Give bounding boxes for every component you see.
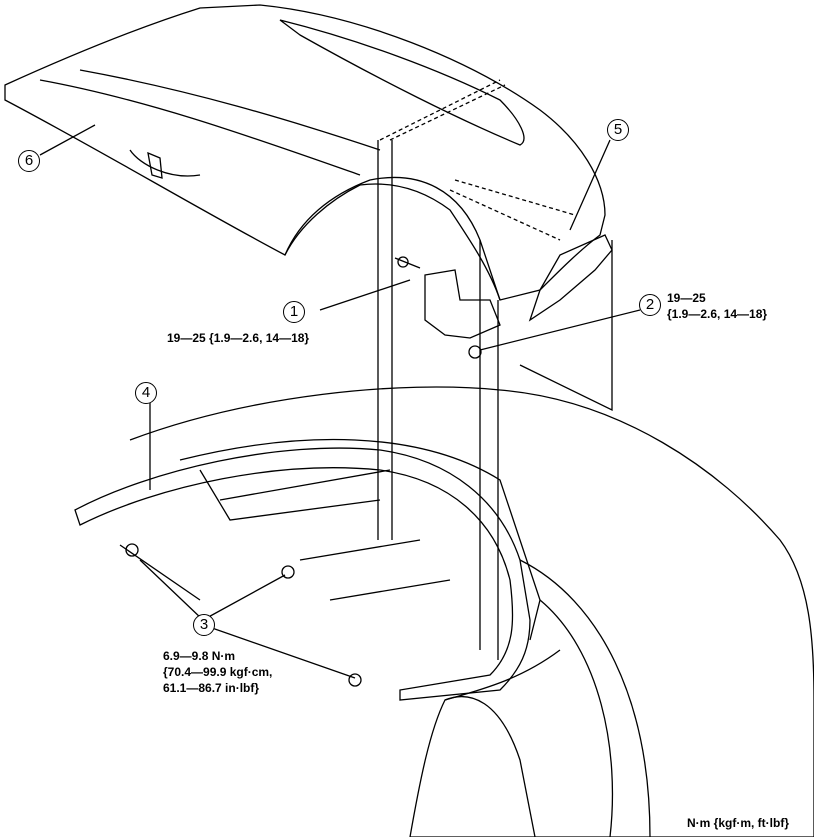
callout-1: 1 xyxy=(283,301,305,323)
trim-molding xyxy=(74,447,531,701)
callout-4: 4 xyxy=(135,382,157,404)
torque-spec-2-line1: 19—25 xyxy=(667,291,706,305)
torque-spec-3-line1: 6.9—9.8 N·m xyxy=(163,649,236,663)
torque-spec-2-line2: {1.9—2.6, 14—18} xyxy=(667,307,768,321)
callout-6: 6 xyxy=(18,150,40,172)
torque-spec-1: 19—25 {1.9—2.6, 14—18} xyxy=(167,331,310,345)
torque-spec-3-line2: {70.4—99.9 kgf·cm, xyxy=(163,665,273,679)
car-body xyxy=(129,386,814,837)
callout-3: 3 xyxy=(193,614,215,636)
torque-spec-3-line3: 61.1—86.7 in·lbf} xyxy=(163,681,260,695)
torque-units-legend: N·m {kgf·m, ft·lbf} xyxy=(687,816,789,830)
callout-5: 5 xyxy=(607,119,629,141)
callout-2: 2 xyxy=(639,294,661,316)
hard-top xyxy=(4,4,606,301)
hinge-bracket xyxy=(424,269,501,339)
